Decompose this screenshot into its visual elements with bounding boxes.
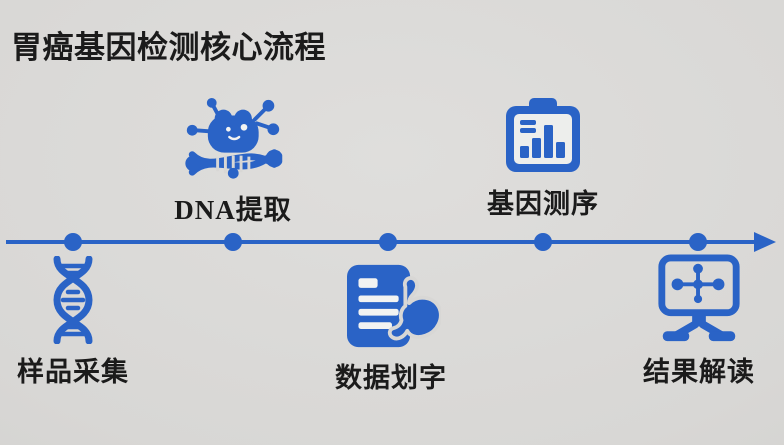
timeline-dot <box>379 233 397 251</box>
step-label: 结果解读 <box>643 357 755 387</box>
timeline-dot <box>64 233 82 251</box>
timeline-step-dna-extraction: DNA提取 <box>174 96 292 227</box>
dna-helix-icon <box>53 256 93 344</box>
timeline-step-result-interpretation: 结果解读 <box>643 254 755 389</box>
clipboard-bar-chart-icon <box>506 98 580 172</box>
step-label: DNA提取 <box>174 195 292 225</box>
timeline-dot <box>224 233 242 251</box>
timeline-dot <box>534 233 552 251</box>
timeline-arrowhead-icon <box>754 232 776 252</box>
step-label: 样品采集 <box>17 357 129 387</box>
virus-molecule-dna-icon <box>185 97 282 179</box>
monitor-molecule-icon <box>658 254 740 342</box>
step-label: 基因测序 <box>487 189 599 219</box>
timeline-step-sample-collection: 样品采集 <box>17 256 129 389</box>
step-label: 数据划字 <box>335 363 447 393</box>
timeline-step-data-analysis: 数据划字 <box>335 262 447 395</box>
timeline-dot <box>689 233 707 251</box>
document-stomach-icon <box>347 264 441 348</box>
page-title: 胃癌基因检测核心流程 <box>11 30 326 65</box>
timeline-step-gene-sequencing: 基因测序 <box>487 98 599 221</box>
timeline-axis <box>6 232 776 252</box>
